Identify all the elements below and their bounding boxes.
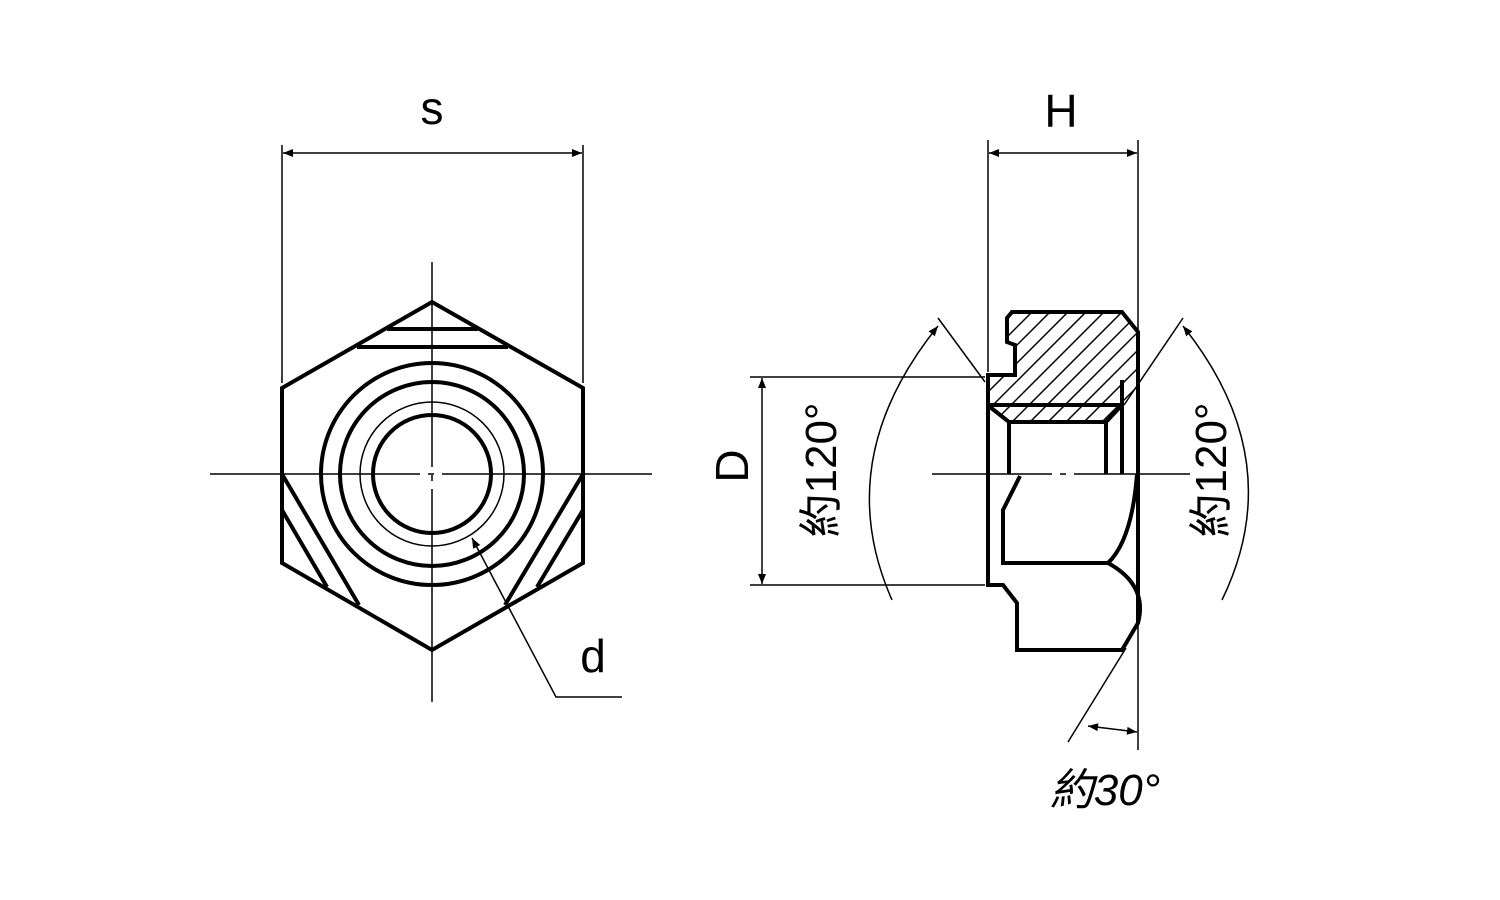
- chamfer-extension-line: [1067, 647, 1127, 743]
- angle-extension-line: [937, 317, 986, 383]
- left-angle-label: 約120°: [797, 402, 846, 537]
- side-view: /* hatching generated below */ H D 約120°…: [706, 85, 1250, 815]
- front-view: s d: [210, 82, 652, 702]
- chamfer-line: [280, 508, 329, 589]
- hatch-line: [1029, 312, 1138, 422]
- right-angle-arc: [1182, 325, 1250, 601]
- chamfer-angle-label: 約30°: [1050, 766, 1161, 815]
- thread-major-circle: [359, 401, 505, 547]
- hatch-line: [988, 312, 1117, 422]
- angle-extension-line: [1123, 317, 1184, 406]
- hatch-line: [988, 312, 1063, 422]
- hatch-line: [993, 312, 1135, 422]
- hex-arc-lower: [1107, 561, 1142, 624]
- hex-face-line: [1001, 475, 1108, 565]
- bore-circle: [371, 413, 493, 535]
- pilot-inner-circle: [338, 380, 526, 568]
- hatch-line: [988, 312, 1081, 422]
- pilot-outer-circle: [319, 361, 545, 587]
- left-angle-arc: [868, 325, 939, 601]
- hatch-line: [1083, 312, 1138, 422]
- s-label: s: [421, 82, 444, 134]
- d-label: d: [580, 630, 606, 682]
- chamfer-angle-dimension: [1087, 723, 1138, 735]
- bore-chamfer: [988, 403, 1124, 424]
- d-leader-line: [471, 537, 622, 698]
- hatch-line: [988, 312, 1045, 422]
- hatch-line: [832, 300, 972, 440]
- hatch-line: [1047, 312, 1138, 422]
- chamfer-line: [503, 472, 585, 607]
- hexagon-outline: [280, 299, 585, 653]
- hatch-line: [988, 312, 1099, 422]
- H-label: H: [1044, 85, 1077, 137]
- nut-profile-outline: [986, 310, 1140, 652]
- hex-arc-upper: [1106, 473, 1139, 565]
- D-label: D: [706, 449, 758, 482]
- hatch-line: [988, 312, 991, 422]
- chamfer-line: [535, 508, 585, 589]
- chamfer-line: [280, 472, 361, 607]
- right-angle-label: 約120°: [1187, 402, 1236, 537]
